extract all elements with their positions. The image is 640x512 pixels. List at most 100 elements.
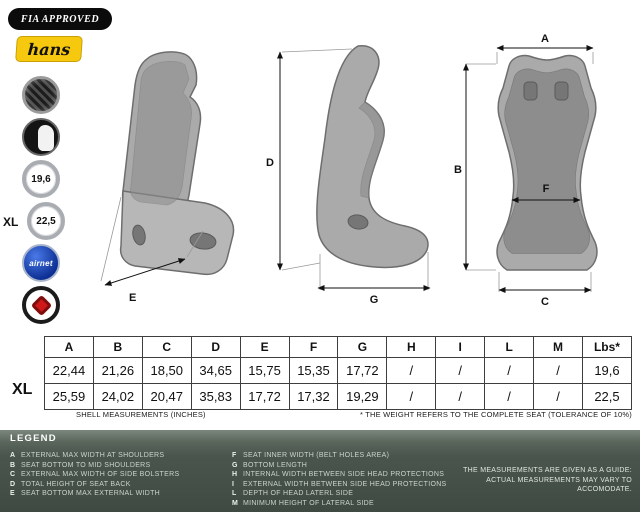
legend-text: MINIMUM HEIGHT OF LATERAL SIDE	[243, 499, 374, 507]
table-cell: 25,59	[44, 383, 94, 410]
table-cell: /	[435, 357, 486, 384]
col-header: C	[141, 336, 192, 358]
dim-label-b: B	[454, 164, 462, 176]
fia-approved-label: FIA APPROVED	[20, 13, 100, 25]
col-header: L	[484, 336, 535, 358]
table-cell: 21,26	[92, 357, 143, 384]
measurements-table-wrap: A B C D E F G H I L M Lbs* 22,44 21,26	[44, 336, 633, 410]
carbon-shell-icon	[22, 76, 60, 114]
legend-key: L	[232, 490, 237, 498]
legend-column-right: F SEAT INNER WIDTH (BELT HOLES AREA) G BOT…	[232, 451, 447, 509]
table-cell: 24,02	[92, 383, 143, 410]
legend-key: F	[232, 452, 237, 459]
table-header-row: A B C D E F G H I L M Lbs*	[44, 336, 633, 358]
col-header: M	[533, 336, 583, 358]
dim-label-a: A	[541, 33, 549, 45]
table-cell: /	[533, 357, 583, 384]
seat-profile-icon	[22, 118, 60, 156]
hans-logo: hans	[15, 36, 83, 62]
legend-item: I EXTERNAL WIDTH BETWEEN SIDE HEAD PROTEC…	[232, 480, 447, 490]
airnet-badge-icon: airnet	[22, 244, 60, 282]
table-cell: 17,32	[288, 383, 339, 410]
legend-key: D	[10, 480, 16, 488]
shell-measurements-note: SHELL MEASUREMENTS (INCHES)	[76, 410, 206, 419]
brand-emblem-icon	[22, 286, 60, 324]
table-cell: 19,29	[337, 383, 388, 410]
col-header: F	[288, 336, 339, 358]
table-row: 22,44 21,26 18,50 34,65 15,75 15,35 17,7…	[44, 357, 633, 384]
table-cell: 15,75	[239, 357, 290, 384]
weight-standard-label: 19,6	[31, 173, 51, 185]
legend-key: G	[232, 461, 238, 469]
legend-key: B	[10, 461, 16, 469]
dim-label-g: G	[370, 294, 379, 306]
table-cell: /	[435, 383, 486, 410]
weight-xl-label: 22,5	[36, 215, 56, 227]
table-cell: 17,72	[239, 383, 290, 410]
legend-text: SEAT INNER WIDTH (BELT HOLES AREA)	[243, 452, 390, 459]
legend-key: A	[10, 452, 16, 459]
table-cell: 22,44	[44, 357, 94, 384]
table-cell: /	[484, 383, 535, 410]
weight-badge-standard: 19,6	[22, 160, 60, 198]
xl-size-label: XL	[3, 215, 19, 229]
legend-text: BOTTOM LENGTH	[243, 461, 308, 469]
seat-drawing-front: A B F C	[454, 33, 598, 308]
table-cell: 15,35	[288, 357, 339, 384]
legend-text: EXTERNAL MAX WIDTH AT SHOULDERS	[21, 452, 165, 459]
legend-key: C	[10, 471, 16, 479]
legend-key: E	[10, 490, 15, 498]
legend-item: D TOTAL HEIGHT OF SEAT BACK	[10, 480, 179, 490]
legend-item: F SEAT INNER WIDTH (BELT HOLES AREA)	[232, 451, 447, 461]
legend-item: E SEAT BOTTOM MAX EXTERNAL WIDTH	[10, 489, 179, 499]
dim-label-d: D	[266, 157, 274, 169]
table-cell: 20,47	[141, 383, 192, 410]
table-cell: /	[386, 357, 437, 384]
table-cell: /	[484, 357, 535, 384]
weight-tolerance-note: * THE WEIGHT REFERS TO THE COMPLETE SEAT…	[360, 410, 632, 419]
col-header: B	[92, 336, 143, 358]
legend-item: A EXTERNAL MAX WIDTH AT SHOULDERS	[10, 451, 179, 461]
legend-text: TOTAL HEIGHT OF SEAT BACK	[21, 480, 131, 488]
legend-title: LEGEND	[10, 433, 57, 444]
legend-item: G BOTTOM LENGTH	[232, 461, 447, 471]
legend-text: DEPTH OF HEAD LATERL SIDE	[243, 490, 354, 498]
col-header: Lbs*	[581, 336, 633, 358]
table-cell: /	[386, 383, 437, 410]
weight-badge-xl: 22,5	[27, 202, 65, 240]
seat-drawing-perspective: E	[100, 51, 235, 304]
table-cell: 22,5	[581, 383, 633, 410]
table-cell: 35,83	[190, 383, 241, 410]
xl-row-label: XL	[12, 381, 33, 398]
legend-column-left: A EXTERNAL MAX WIDTH AT SHOULDERS B SEAT B…	[10, 451, 179, 499]
dim-label-c: C	[541, 296, 549, 308]
col-header: E	[239, 336, 290, 358]
legend-key: I	[232, 480, 235, 488]
hans-logo-label: hans	[27, 39, 71, 59]
legend-key: H	[232, 471, 238, 479]
dim-label-e: E	[129, 292, 136, 304]
table-cell: /	[533, 383, 583, 410]
legend-text: SEAT BOTTOM MAX EXTERNAL WIDTH	[21, 490, 161, 498]
legend-item: B SEAT BOTTOM TO MID SHOULDERS	[10, 461, 179, 471]
table-cell: 17,72	[337, 357, 388, 384]
airnet-label: airnet	[29, 258, 53, 268]
seat-drawing-side: D G	[266, 45, 431, 306]
table-cell: 19,6	[581, 357, 633, 384]
legend-text: EXTERNAL WIDTH BETWEEN SIDE HEAD PROTECT…	[243, 480, 447, 488]
col-header: H	[386, 336, 437, 358]
measurements-table: A B C D E F G H I L M Lbs* 22,44 21,26	[44, 336, 633, 410]
legend-text: SEAT BOTTOM TO MID SHOULDERS	[21, 461, 151, 469]
table-row: 25,59 24,02 20,47 35,83 17,72 17,32 19,2…	[44, 383, 633, 410]
legend-panel	[0, 430, 640, 512]
col-header: I	[435, 336, 486, 358]
legend-item: L DEPTH OF HEAD LATERL SIDE	[232, 489, 447, 499]
measurements-disclaimer-note: THE MEASUREMENTS ARE GIVEN AS A GUIDE: A…	[463, 467, 632, 494]
fia-approved-badge: FIA APPROVED	[8, 8, 112, 30]
dim-label-f: F	[543, 183, 550, 195]
table-cell: 34,65	[190, 357, 241, 384]
